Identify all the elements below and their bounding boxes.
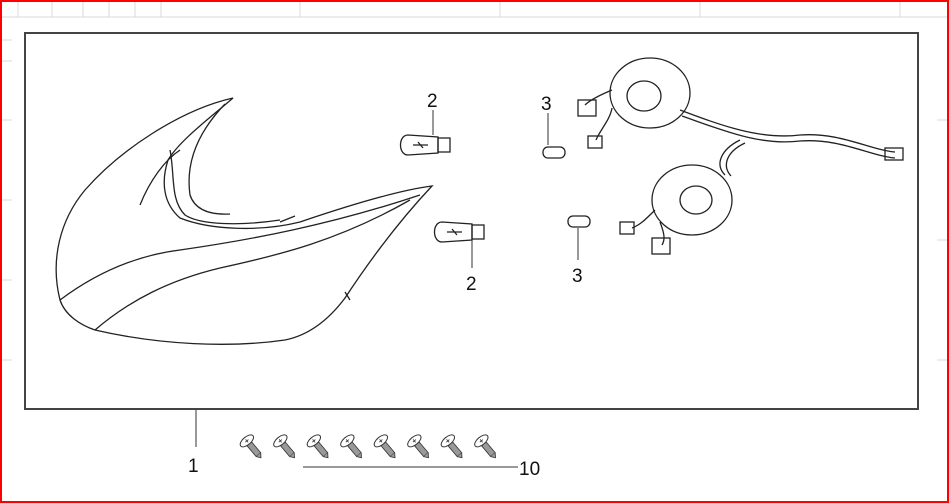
small-bulb-lower — [567, 215, 591, 228]
screw-icon — [306, 434, 329, 459]
leader-lines — [195, 110, 579, 468]
small-bulb-upper — [542, 146, 566, 159]
headlight-assembly — [55, 97, 434, 345]
screw-icon — [373, 434, 396, 459]
screw-set — [239, 434, 496, 459]
callout-2-lower: 2 — [466, 274, 477, 295]
callout-3-upper: 3 — [541, 94, 552, 115]
screw-icon — [440, 434, 463, 459]
bulb-lower — [433, 221, 485, 243]
wiring-harness — [577, 57, 904, 255]
bulb-upper — [399, 134, 451, 156]
screw-icon — [340, 434, 362, 459]
callout-2-upper: 2 — [427, 91, 438, 112]
screw-icon — [474, 434, 496, 459]
screw-icon — [239, 434, 262, 459]
grid-lines — [2, 2, 947, 361]
callout-10: 10 — [519, 459, 540, 480]
diagram-box — [24, 32, 919, 410]
callout-1: 1 — [188, 456, 199, 477]
screw-icon — [407, 434, 429, 459]
callout-3-lower: 3 — [572, 266, 583, 287]
screw-icon — [273, 434, 295, 459]
